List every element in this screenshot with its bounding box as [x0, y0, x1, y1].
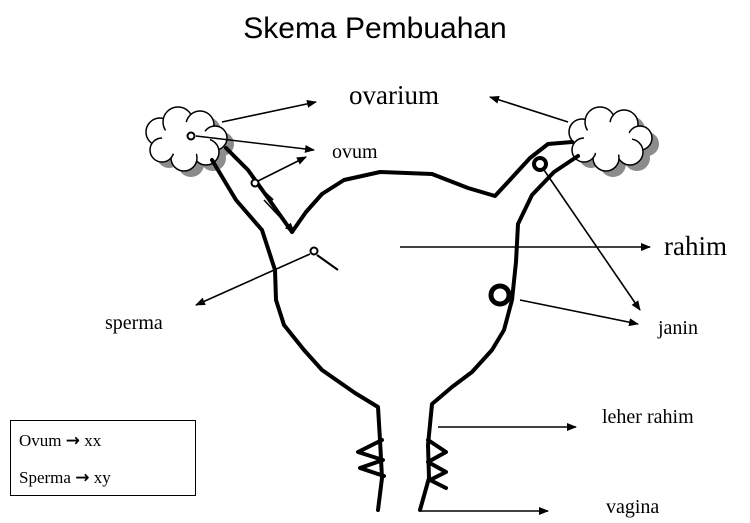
label-sperma: sperma [105, 312, 163, 334]
label-janin: janin [658, 317, 698, 339]
arrow-ovarium-right [489, 95, 569, 123]
legend-ovum-arrow: → [65, 431, 80, 451]
label-rahim: rahim [664, 231, 727, 261]
legend-box: Ovum → xx Sperma → xy [10, 420, 196, 496]
legend-ovum-value: xx [84, 431, 102, 450]
legend-sperma-arrow: → [75, 468, 90, 488]
ovum-dot-2 [250, 178, 260, 188]
diagram-title: Skema Pembuahan [243, 12, 507, 45]
label-leher-rahim: leher rahim [602, 406, 694, 428]
arrow-ovum-2 [257, 156, 307, 182]
label-vagina: vagina [606, 496, 660, 518]
ovum-dot-1 [186, 131, 196, 141]
embryo-large [488, 283, 512, 307]
left-outer-wall [210, 158, 384, 512]
label-ovum: ovum [332, 141, 378, 163]
arrow-sperma [195, 253, 311, 306]
uterus-outline [210, 140, 580, 512]
ovum-2-tail [257, 185, 274, 201]
sperm-head [309, 246, 319, 256]
sperm-tail [316, 254, 339, 271]
label-ovarium: ovarium [349, 80, 439, 110]
right-ovary [568, 106, 659, 177]
left-zigzag [356, 438, 386, 478]
pointer-arrows [195, 95, 651, 515]
legend-row-sperma: Sperma → xy [19, 468, 111, 488]
legend-sperma-value: xy [93, 468, 111, 487]
arrow-janin-1 [543, 169, 641, 311]
arrow-janin-2 [519, 299, 639, 327]
cervix-zigzags [356, 438, 448, 490]
legend-row-ovum: Ovum → xx [19, 431, 101, 451]
legend-ovum-name: Ovum [19, 431, 62, 450]
embryo-small [532, 156, 548, 172]
cell-markers [186, 131, 548, 307]
legend-sperma-name: Sperma [19, 468, 71, 487]
arrow-tube-down [263, 199, 295, 233]
arrow-ovum-1 [195, 135, 315, 153]
left-tube-inner [224, 140, 574, 234]
right-outer-wall [418, 154, 580, 512]
arrow-ovarium-left [221, 99, 317, 123]
left-ovary [145, 106, 234, 177]
right-zigzag [426, 438, 448, 490]
